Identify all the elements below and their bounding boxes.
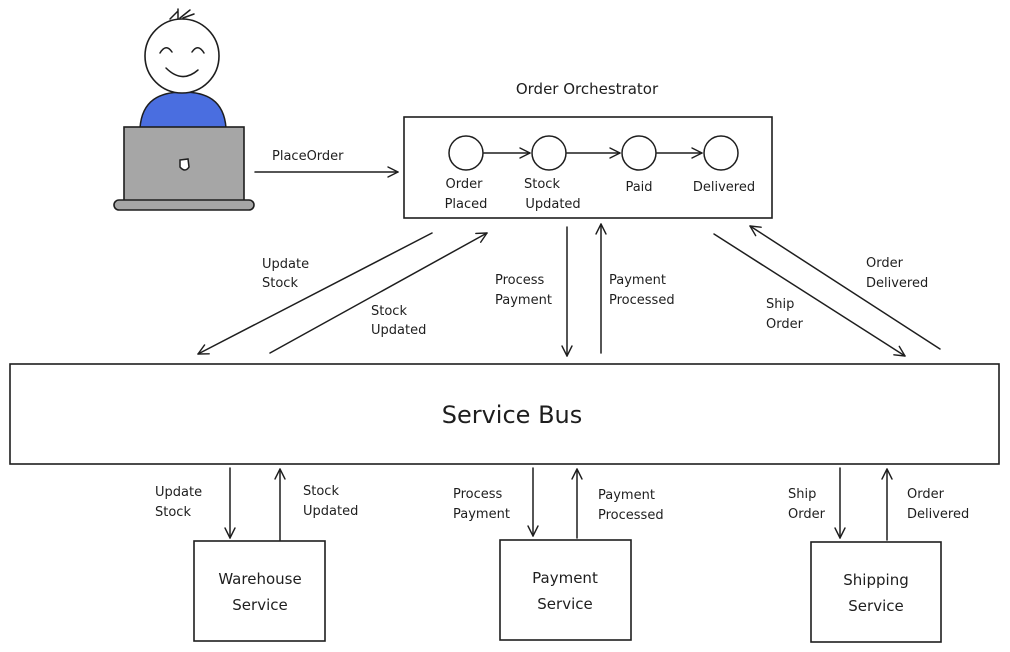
service-flow-label: Order xyxy=(788,507,826,522)
service-name: Warehouse xyxy=(218,570,301,588)
ship-order-arrow xyxy=(713,233,906,357)
flow-label: Payment xyxy=(609,273,666,288)
service-flow-label: Processed xyxy=(598,508,664,523)
state-label: Order xyxy=(446,177,484,192)
user-figure xyxy=(113,8,255,211)
flow-label: Order xyxy=(866,256,904,271)
place-order-label: PlaceOrder xyxy=(272,149,344,164)
stock-updated-arrow xyxy=(269,232,488,354)
service-flow-label: Order xyxy=(907,487,945,502)
service-name: Service xyxy=(848,597,903,615)
state-node xyxy=(531,135,567,171)
state-node xyxy=(703,135,739,171)
service-flow-label: Update xyxy=(155,485,202,500)
flow-label: Delivered xyxy=(866,276,928,291)
service-flow-label: Stock xyxy=(155,505,191,520)
state-label: Paid xyxy=(625,180,652,195)
service-name: Shipping xyxy=(843,571,908,589)
service-flow-label: Process xyxy=(453,487,503,502)
right-eye xyxy=(191,47,205,54)
state-label: Updated xyxy=(525,197,580,212)
flow-label: Update xyxy=(262,257,309,272)
head xyxy=(144,18,220,94)
state-label: Stock xyxy=(524,177,560,192)
service-flow-label: Stock xyxy=(303,484,339,499)
service-flow-label: Ship xyxy=(788,487,816,502)
state-node xyxy=(621,135,657,171)
order-delivered-arrow xyxy=(749,225,941,350)
service-flow-label: Payment xyxy=(598,488,655,503)
state-machine: Order Placed Stock Updated Paid Delivere… xyxy=(445,135,755,212)
service-flow-label: Delivered xyxy=(907,507,969,522)
flow-label: Order xyxy=(766,317,804,332)
service-flow-label: Payment xyxy=(453,507,510,522)
orchestrator-title: Order Orchestrator xyxy=(516,80,659,98)
flow-label: Stock xyxy=(371,304,407,319)
hair-strokes xyxy=(169,8,195,20)
flow-label: Stock xyxy=(262,276,298,291)
left-eye xyxy=(159,47,173,54)
flow-label: Process xyxy=(495,273,545,288)
laptop-base xyxy=(113,199,255,211)
service-name: Service xyxy=(537,595,592,613)
flow-label: Updated xyxy=(371,323,426,338)
flow-label: Ship xyxy=(766,297,794,312)
smile xyxy=(165,67,199,78)
warehouse-service-box xyxy=(193,540,326,642)
service-name: Payment xyxy=(532,569,598,587)
state-node xyxy=(448,135,484,171)
service-flow-label: Updated xyxy=(303,504,358,519)
update-stock-arrow xyxy=(197,232,433,355)
service-bus-box xyxy=(9,363,1000,465)
service-name: Service xyxy=(232,596,287,614)
shirt xyxy=(139,91,227,129)
payment-service-box xyxy=(499,539,632,641)
flow-label: Processed xyxy=(609,293,675,308)
laptop-logo-icon xyxy=(179,158,190,171)
shipping-service-box xyxy=(810,541,942,643)
flow-label: Payment xyxy=(495,293,552,308)
state-label: Placed xyxy=(445,197,488,212)
state-label: Delivered xyxy=(693,180,755,195)
service-bus-label: Service Bus xyxy=(442,401,583,429)
